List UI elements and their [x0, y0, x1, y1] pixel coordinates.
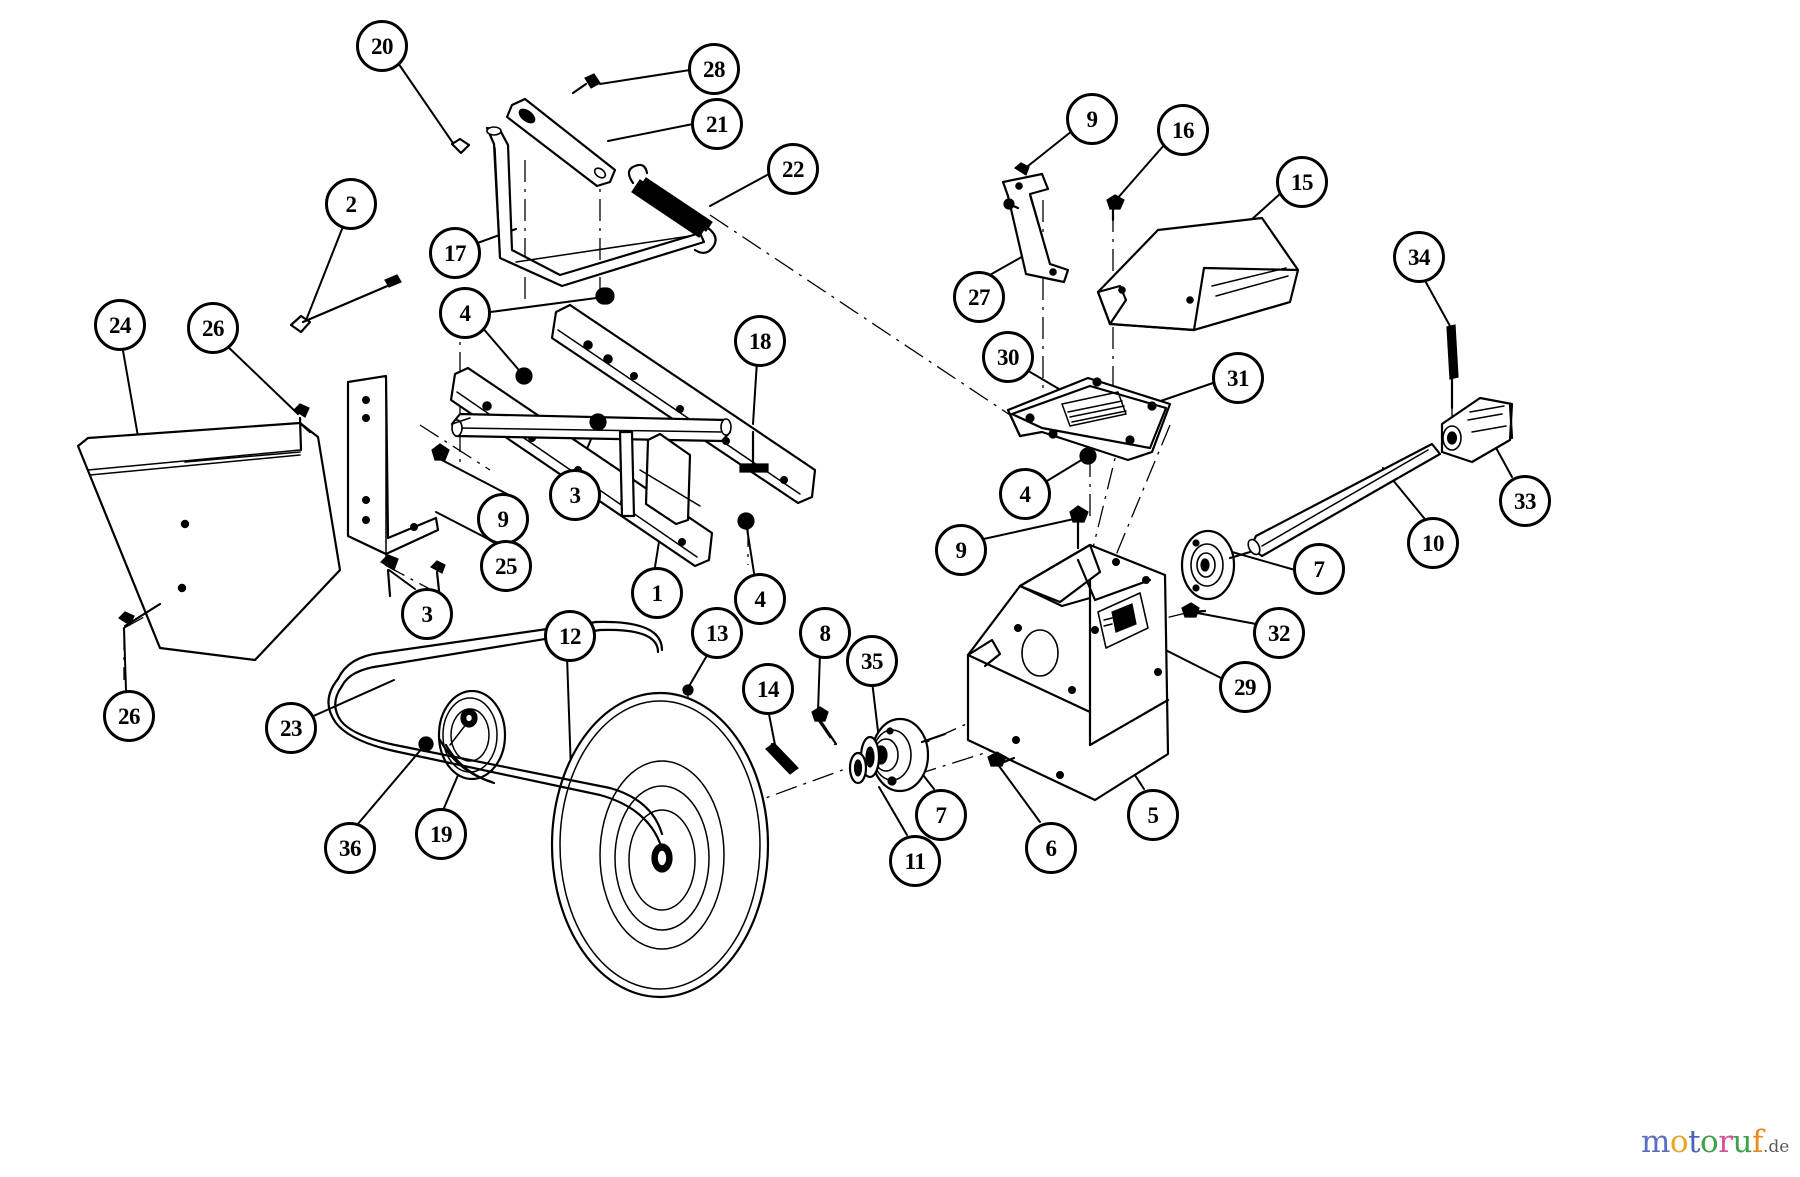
part-27-support-bracket	[1001, 172, 1070, 284]
part-3-screws	[380, 554, 399, 598]
callout-29[interactable]: 29	[1219, 661, 1271, 713]
callout-28[interactable]: 28	[688, 43, 740, 95]
part-7-35-11-bearing-assembly	[848, 717, 947, 793]
logo-letter-o2: o	[1700, 1124, 1719, 1160]
callout-30[interactable]: 30	[982, 331, 1034, 383]
logo-letter-u: u	[1732, 1124, 1753, 1160]
callout-4-right[interactable]: 4	[999, 468, 1051, 520]
callout-21[interactable]: 21	[691, 98, 743, 150]
callout-2[interactable]: 2	[325, 178, 377, 230]
callout-3-upper[interactable]: 3	[549, 469, 601, 521]
callout-24[interactable]: 24	[94, 299, 146, 351]
callout-27[interactable]: 27	[953, 271, 1005, 323]
part-30-31-cover-plate	[1006, 376, 1172, 462]
callout-1[interactable]: 1	[631, 567, 683, 619]
callout-36[interactable]: 36	[324, 822, 376, 874]
part-15-shroud	[1096, 216, 1300, 332]
callout-11[interactable]: 11	[889, 835, 941, 887]
part-20-pin	[450, 137, 471, 155]
callout-26-top[interactable]: 26	[187, 302, 239, 354]
callout-26-bottom[interactable]: 26	[103, 690, 155, 742]
callout-9-top[interactable]: 9	[1066, 93, 1118, 145]
callout-12[interactable]: 12	[544, 610, 596, 662]
callout-4-lower[interactable]: 4	[734, 573, 786, 625]
callout-23[interactable]: 23	[265, 702, 317, 754]
callout-20[interactable]: 20	[356, 20, 408, 72]
logo-letter-m: m	[1641, 1124, 1670, 1160]
part-16-bolt	[1106, 194, 1125, 222]
part-6-bolt	[987, 751, 1016, 767]
callout-8[interactable]: 8	[799, 607, 851, 659]
part-24-belt-shield	[76, 421, 342, 662]
callout-16[interactable]: 16	[1157, 104, 1209, 156]
part-36-bolt	[418, 736, 434, 752]
part-1-3-frame-rails	[449, 303, 817, 568]
part-32-bolt	[1181, 602, 1207, 618]
motoruf-watermark: motoruf.de	[1641, 1127, 1789, 1158]
part-21-link-bar	[505, 97, 617, 188]
callout-17[interactable]: 17	[429, 227, 481, 279]
logo-letter-f: f	[1752, 1124, 1763, 1160]
part-23-v-belt	[327, 620, 664, 851]
part-9-hex-bolts	[430, 162, 1089, 602]
callout-19[interactable]: 19	[415, 808, 467, 860]
part-5-gearbox-housing	[966, 543, 1170, 802]
callout-5[interactable]: 5	[1127, 789, 1179, 841]
callout-6[interactable]: 6	[1025, 822, 1077, 874]
callout-22[interactable]: 22	[767, 143, 819, 195]
part-33-coupler	[1440, 396, 1514, 464]
callout-7-right[interactable]: 7	[1293, 543, 1345, 595]
part-4-bolts	[515, 287, 1097, 530]
callout-9-right[interactable]: 9	[935, 524, 987, 576]
part-8-bolt	[811, 706, 838, 746]
callout-31[interactable]: 31	[1212, 352, 1264, 404]
part-18-rivet	[739, 430, 769, 473]
callout-7-left[interactable]: 7	[915, 789, 967, 841]
callout-34[interactable]: 34	[1393, 231, 1445, 283]
logo-suffix-de: .de	[1763, 1137, 1790, 1157]
callout-15[interactable]: 15	[1276, 156, 1328, 208]
logo-letter-t: t	[1688, 1124, 1701, 1160]
logo-letter-o1: o	[1669, 1124, 1689, 1160]
callout-14[interactable]: 14	[742, 663, 794, 715]
part-22-extension-spring	[627, 163, 717, 254]
part-10-drive-shaft	[1247, 442, 1442, 558]
callout-4-upper[interactable]: 4	[439, 287, 491, 339]
callout-9-mid[interactable]: 9	[477, 493, 529, 545]
callout-18[interactable]: 18	[734, 315, 786, 367]
part-26-screws	[118, 403, 310, 628]
callout-10[interactable]: 10	[1407, 517, 1459, 569]
part-34-roll-pin	[1446, 324, 1459, 410]
callout-32[interactable]: 32	[1253, 607, 1305, 659]
part-25-L-bracket	[346, 374, 440, 557]
callout-13[interactable]: 13	[691, 607, 743, 659]
part-7-bearing-flange-right	[1180, 529, 1252, 601]
logo-letter-r: r	[1718, 1124, 1733, 1160]
part-28-bolt	[571, 73, 601, 95]
callout-3-lower[interactable]: 3	[401, 588, 453, 640]
callout-25[interactable]: 25	[480, 540, 532, 592]
part-29-nameplate	[1097, 592, 1149, 649]
part-2-carriage-bolt	[289, 274, 402, 334]
callout-33[interactable]: 33	[1499, 475, 1551, 527]
callout-35[interactable]: 35	[846, 635, 898, 687]
frame-edge-detail	[451, 417, 701, 507]
part-14-key	[765, 742, 799, 775]
